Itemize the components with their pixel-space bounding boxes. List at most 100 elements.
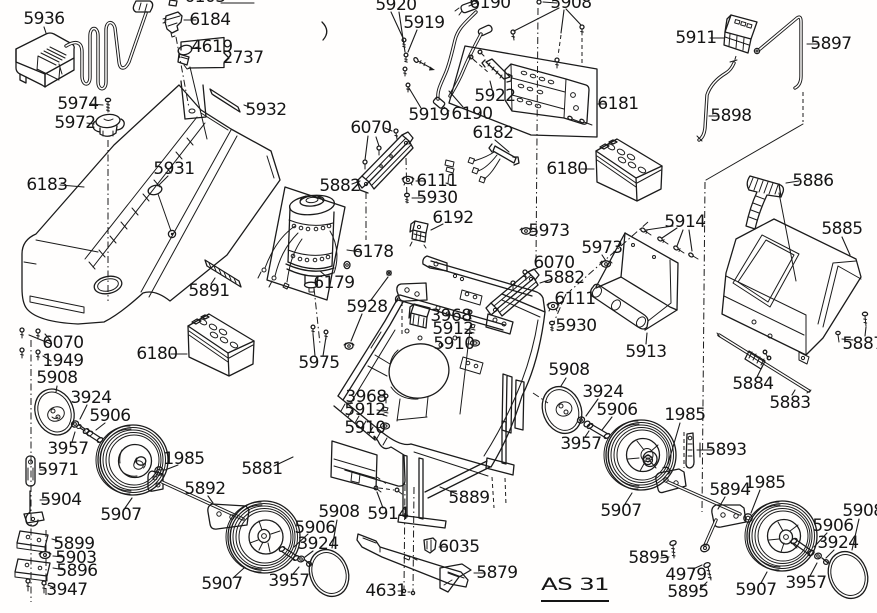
part-switch-6192 [409, 220, 429, 249]
part-label: 5920 [375, 0, 416, 15]
part-label: 6180 [546, 159, 587, 179]
leader-line [59, 184, 85, 188]
part-deflector-5879 [439, 563, 472, 593]
part-label: 3924 [70, 388, 111, 408]
part-label: 5907 [600, 501, 641, 521]
leader-line [565, 8, 582, 26]
leader-line [864, 326, 867, 337]
leader-line [43, 26, 47, 34]
part-label: 5930 [416, 188, 457, 208]
part-label: 5912 [432, 319, 473, 339]
leader-line [398, 11, 406, 53]
callout-box-2737 [180, 36, 230, 69]
leader-line [841, 338, 854, 341]
leader-line [51, 538, 63, 543]
leader-line [464, 328, 471, 331]
leader-line [52, 567, 66, 571]
part-label: 5897 [810, 34, 851, 54]
leader-line [557, 300, 564, 305]
part-label: 5908 [842, 501, 877, 521]
leader-line [319, 270, 328, 278]
leader-line [164, 464, 179, 471]
part-screws-5920 [401, 37, 435, 93]
part-nut-6111-left [401, 175, 415, 186]
part-arc-fragment [321, 21, 328, 41]
leader-line [539, 278, 553, 284]
part-label: 3957 [560, 434, 601, 454]
part-label: 5896 [56, 561, 97, 581]
part-screws-5895-4979 [669, 540, 712, 581]
leader-line [157, 175, 169, 187]
leader-line [462, 313, 469, 317]
leader-line [293, 533, 309, 548]
leader-line [376, 426, 383, 429]
leader-line [527, 265, 543, 273]
part-label: 6103 [184, 0, 225, 7]
part-label: 5930 [555, 316, 596, 336]
part-label: 6182 [472, 123, 513, 143]
leader-line [42, 355, 52, 362]
part-label: 6178 [352, 242, 393, 262]
leader-line [448, 90, 464, 108]
part-knob-5972 [92, 113, 125, 301]
leader-line [667, 422, 681, 465]
part-label: 5883 [769, 393, 810, 413]
leader-line [71, 431, 76, 443]
part-screws-5914 [640, 227, 699, 260]
leader-line [351, 180, 361, 185]
leader-line [494, 139, 510, 153]
leader-line [408, 87, 422, 109]
leader-line [28, 334, 52, 345]
part-hook-5904 [23, 490, 45, 527]
leader-line [660, 556, 670, 559]
part-label: 6179 [313, 273, 354, 293]
part-hubcap-5908-d [827, 550, 869, 600]
leader-line [513, 7, 560, 32]
part-label: 4979 [665, 565, 706, 585]
leader-line [52, 555, 65, 558]
leader-line [350, 313, 363, 342]
leader-line [439, 486, 458, 495]
part-label: 6192 [432, 208, 473, 228]
leader-line [760, 571, 768, 584]
leader-line [529, 230, 538, 233]
part-label: 6180 [136, 344, 177, 364]
leader-line [601, 254, 607, 262]
part-blade-4631 [356, 483, 469, 596]
part-label: 2737 [222, 48, 263, 68]
part-label: 4619 [191, 37, 232, 57]
part-cover-5885 [721, 192, 862, 365]
part-label: 5914 [664, 212, 705, 232]
leader-line [542, 1, 558, 4]
part-label: 5889 [448, 488, 489, 508]
leader-line [489, 80, 493, 90]
part-label: 5892 [184, 479, 225, 499]
part-label: 5906 [812, 516, 853, 536]
part-bracket-6182 [444, 143, 520, 186]
leader-line [55, 385, 58, 393]
leader-line [47, 584, 56, 589]
leader-line [676, 229, 684, 247]
part-strip-5932 [209, 88, 241, 113]
part-charger-5936 [15, 0, 154, 91]
part-label: 1985 [163, 449, 204, 469]
part-label: 5910 [433, 334, 474, 354]
part-wheel-5907-rear-left [603, 419, 677, 491]
leader-line [430, 223, 444, 231]
part-label: 6070 [350, 118, 391, 138]
leader-line [813, 532, 828, 548]
leader-line [584, 430, 590, 438]
leader-line [692, 564, 703, 570]
leader-line [346, 249, 362, 253]
part-screws-5914-bottom [373, 476, 403, 495]
part-label: 3924 [297, 534, 338, 554]
part-label: 5922 [474, 86, 515, 106]
part-label: 5936 [23, 9, 64, 29]
part-hubcap-5908-b [308, 548, 350, 598]
leader-line [190, 46, 199, 50]
leader-line [44, 333, 52, 342]
part-label: 5919 [403, 13, 444, 33]
leader-line [376, 409, 384, 412]
part-label: 5879 [476, 563, 517, 583]
